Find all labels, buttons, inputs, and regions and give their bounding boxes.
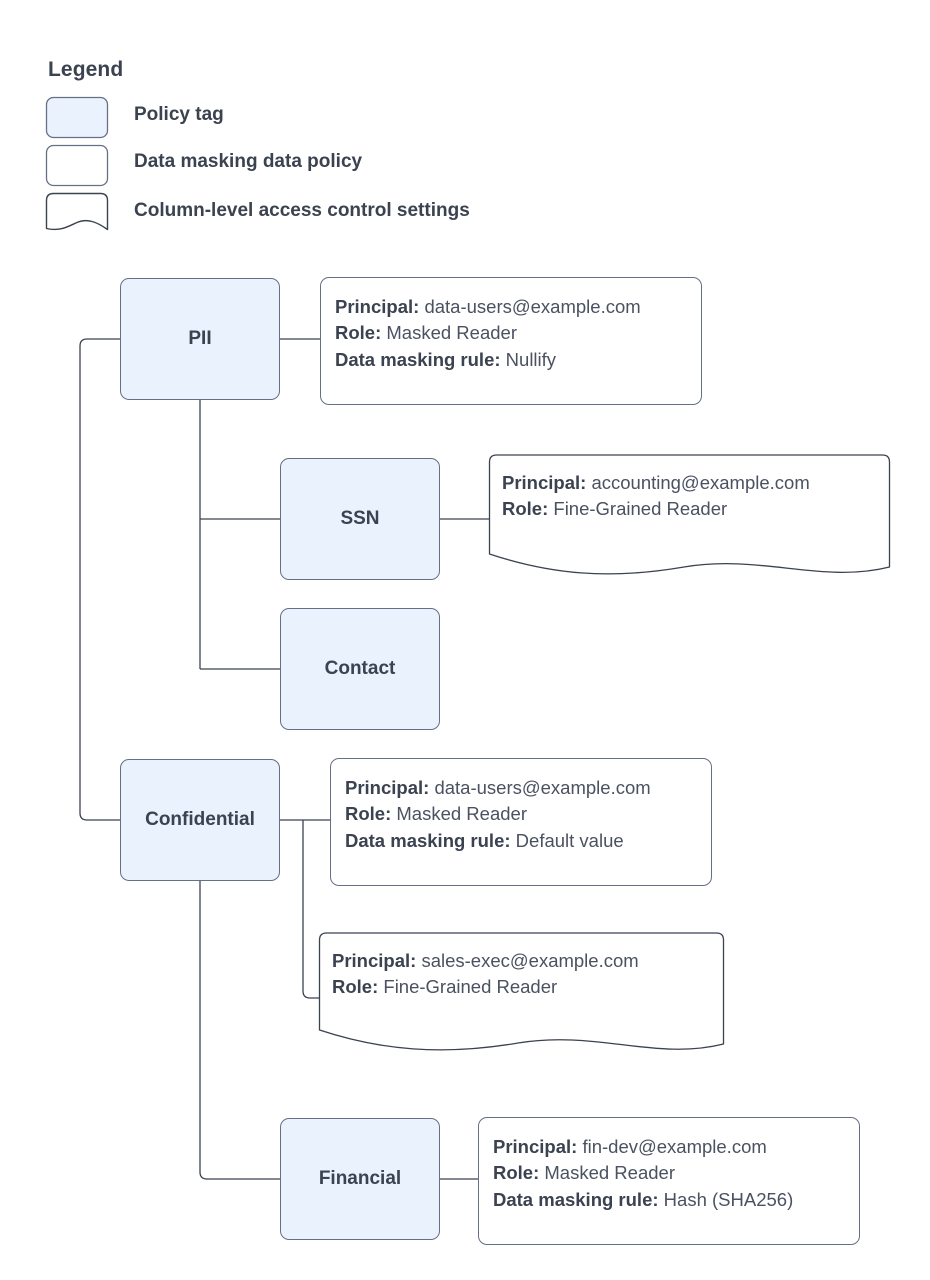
card-financial-masking-row: Data masking rule: Hash (SHA256) bbox=[493, 1187, 845, 1213]
connector-root-to-pii bbox=[79, 338, 120, 821]
node-financial[interactable]: Financial bbox=[280, 1118, 440, 1240]
card-ssn-access-shape bbox=[488, 454, 891, 575]
masking-rule-value: Hash (SHA256) bbox=[663, 1188, 794, 1210]
masking-rule-value: Default value bbox=[515, 829, 624, 851]
card-pii-principal-row: Principal: data-users@example.com bbox=[335, 294, 687, 320]
role-value: Masked Reader bbox=[386, 322, 517, 344]
role-label: Role: bbox=[502, 498, 554, 520]
column-level-access-swatch bbox=[45, 192, 109, 231]
principal-value: sales-exec@example.com bbox=[421, 950, 639, 971]
role-label: Role: bbox=[345, 803, 397, 825]
masking-rule-value: Nullify bbox=[505, 348, 557, 370]
card-confidential-principal-row: Principal: data-users@example.com bbox=[345, 775, 697, 801]
card-financial-principal-row: Principal: fin-dev@example.com bbox=[493, 1134, 845, 1160]
policy-tag-swatch bbox=[45, 96, 109, 139]
card-ssn-role-row: Role: Fine-Grained Reader bbox=[502, 496, 810, 522]
role-value: Fine-Grained Reader bbox=[383, 976, 558, 998]
node-ssn-label: SSN bbox=[340, 508, 380, 529]
connector-confidential-to-financial bbox=[199, 881, 280, 1180]
masking-rule-label: Data masking rule: bbox=[493, 1188, 664, 1210]
card-ssn-access[interactable]: Principal: accounting@example.com Role: … bbox=[488, 454, 892, 586]
node-ssn[interactable]: SSN bbox=[280, 458, 440, 580]
card-confidential-access-text: Principal: sales-exec@example.com Role: … bbox=[332, 948, 639, 1001]
role-label: Role: bbox=[335, 322, 387, 344]
card-pii-policy[interactable]: Principal: data-users@example.com Role: … bbox=[320, 277, 702, 405]
principal-value: data-users@example.com bbox=[424, 296, 641, 317]
principal-value: data-users@example.com bbox=[434, 777, 651, 798]
card-confidential-access-shape bbox=[318, 932, 725, 1051]
legend-label-data-masking-policy: Data masking data policy bbox=[134, 151, 363, 172]
node-confidential-label: Confidential bbox=[145, 809, 255, 830]
role-value: Masked Reader bbox=[396, 803, 527, 825]
card-ssn-principal-row: Principal: accounting@example.com bbox=[502, 470, 810, 496]
node-pii-label: PII bbox=[188, 328, 212, 349]
role-label: Role: bbox=[332, 976, 384, 998]
principal-value: fin-dev@example.com bbox=[582, 1136, 767, 1157]
role-value: Fine-Grained Reader bbox=[553, 498, 728, 520]
card-confidential-access-principal-row: Principal: sales-exec@example.com bbox=[332, 948, 639, 974]
role-label: Role: bbox=[493, 1162, 545, 1184]
principal-label: Principal: bbox=[335, 296, 425, 317]
card-confidential-role-row: Role: Masked Reader bbox=[345, 801, 697, 827]
card-pii-role-row: Role: Masked Reader bbox=[335, 320, 687, 346]
node-pii[interactable]: PII bbox=[120, 278, 280, 400]
card-pii-masking-row: Data masking rule: Nullify bbox=[335, 347, 687, 373]
principal-value: accounting@example.com bbox=[591, 472, 810, 493]
card-confidential-policy[interactable]: Principal: data-users@example.com Role: … bbox=[330, 758, 712, 886]
card-financial-policy[interactable]: Principal: fin-dev@example.com Role: Mas… bbox=[478, 1117, 860, 1245]
data-masking-policy-swatch bbox=[45, 144, 109, 187]
principal-label: Principal: bbox=[493, 1136, 583, 1157]
card-confidential-access-role-row: Role: Fine-Grained Reader bbox=[332, 974, 639, 1000]
node-financial-label: Financial bbox=[318, 1168, 402, 1189]
card-confidential-masking-row: Data masking rule: Default value bbox=[345, 828, 697, 854]
principal-label: Principal: bbox=[345, 777, 435, 798]
masking-rule-label: Data masking rule: bbox=[335, 348, 506, 370]
card-ssn-access-text: Principal: accounting@example.com Role: … bbox=[502, 470, 810, 523]
card-confidential-access[interactable]: Principal: sales-exec@example.com Role: … bbox=[318, 932, 726, 1062]
legend-label-policy-tag: Policy tag bbox=[134, 104, 224, 125]
node-confidential[interactable]: Confidential bbox=[120, 759, 280, 881]
connector-confidential-to-access-card bbox=[302, 820, 320, 999]
node-contact[interactable]: Contact bbox=[280, 608, 440, 730]
principal-label: Principal: bbox=[502, 472, 592, 493]
card-financial-role-row: Role: Masked Reader bbox=[493, 1160, 845, 1186]
principal-label: Principal: bbox=[332, 950, 422, 971]
legend-title: Legend bbox=[48, 58, 124, 81]
legend-label-column-level-access: Column-level access control settings bbox=[134, 200, 470, 221]
node-contact-label: Contact bbox=[324, 658, 396, 679]
masking-rule-label: Data masking rule: bbox=[345, 829, 516, 851]
role-value: Masked Reader bbox=[544, 1162, 675, 1184]
